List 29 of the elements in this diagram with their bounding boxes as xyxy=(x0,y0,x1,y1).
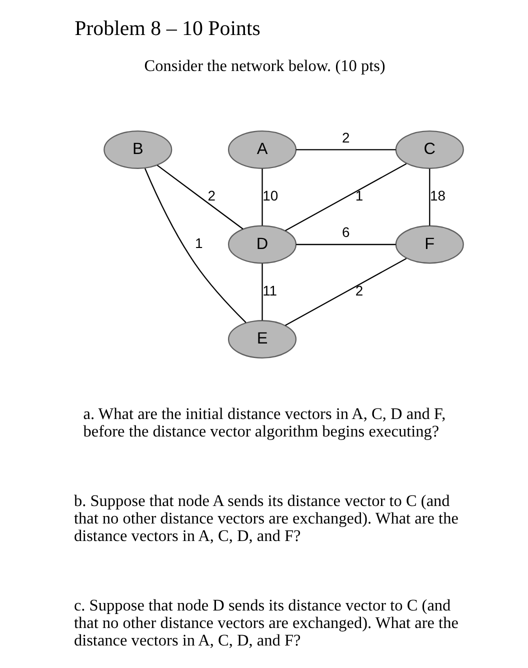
connector xyxy=(296,149,396,150)
label: c. Suppose that node D sends its distance vector to C (and that no other distance vectors are exchanged). What are the distance vectors in A, C, D, and F? xyxy=(74,596,458,650)
node-ellipse: C xyxy=(395,130,464,169)
connector xyxy=(262,263,263,320)
label: a. What are the initial distance vectors in A, C, D and F, before the distance vector algorithm begins executing? xyxy=(83,404,446,440)
edge-label: 1 xyxy=(195,235,203,252)
edge-label: 2 xyxy=(208,188,216,204)
edge-label: 1 xyxy=(355,188,364,204)
label: Consider the network below. (10 pts) xyxy=(144,57,386,76)
node-ellipse: F xyxy=(395,225,464,264)
node-ellipse: A xyxy=(228,130,297,169)
connector xyxy=(285,163,407,232)
edge-label: 6 xyxy=(342,224,350,240)
connector xyxy=(262,168,263,226)
connector xyxy=(429,168,430,226)
edge-label: 2 xyxy=(342,129,350,146)
edge-label: 11 xyxy=(262,282,278,298)
connector xyxy=(156,164,244,230)
node-ellipse: D xyxy=(228,225,297,264)
node-ellipse: B xyxy=(104,130,172,169)
connector xyxy=(144,168,246,323)
label: b. Suppose that node A sends its distance vector to C (and that no other distance vectors are exchanged). What are the distance vectors in A, C, D, and F? xyxy=(74,492,458,545)
connector xyxy=(285,258,407,326)
diagram-title: Problem 8 – 10 Points xyxy=(74,16,260,40)
edge-label: 18 xyxy=(430,188,446,204)
edge-label: 10 xyxy=(262,188,278,204)
node-ellipse: E xyxy=(228,320,297,358)
connector xyxy=(296,244,396,246)
edge-label: 2 xyxy=(355,282,364,298)
